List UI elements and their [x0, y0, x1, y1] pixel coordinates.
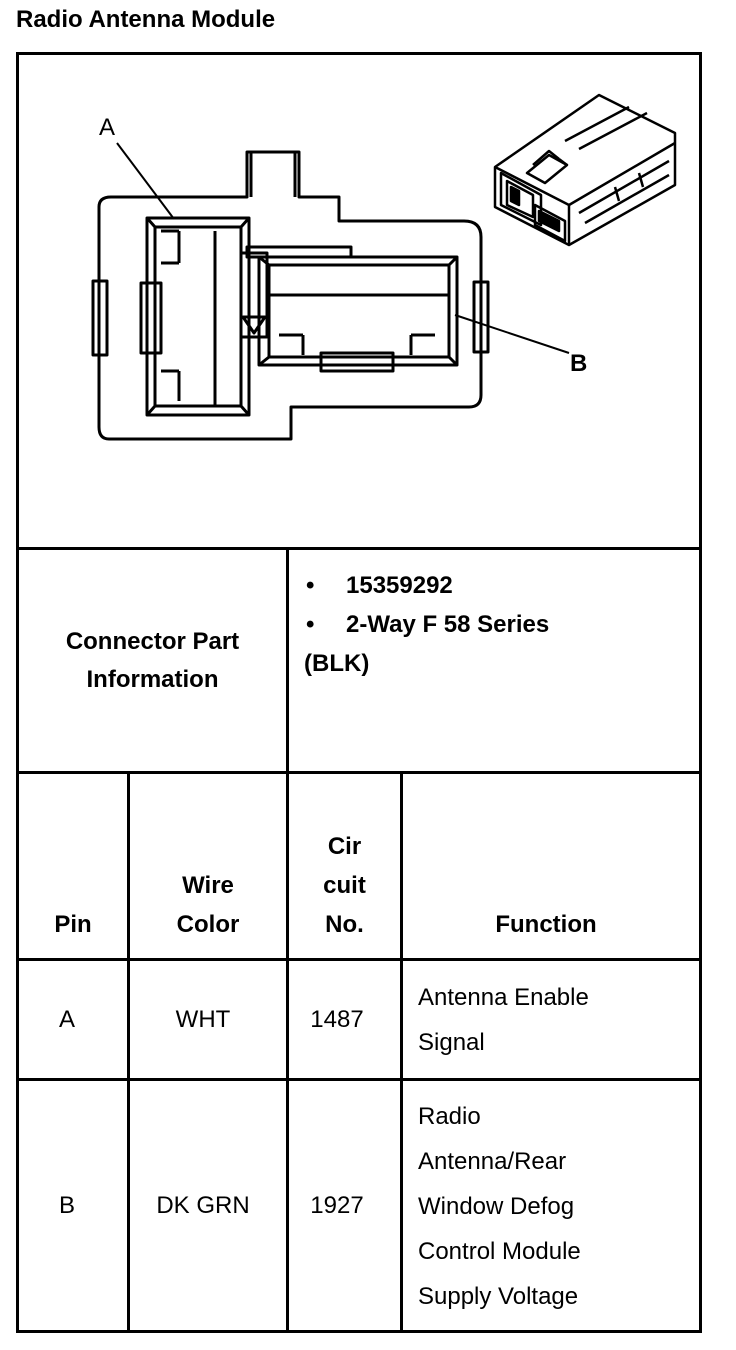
table-row-a-pin: A [58, 1006, 75, 1033]
divider [16, 958, 702, 961]
table-row-a-wire-color: WHT [175, 1006, 231, 1033]
connector-part-info-label: Connector Part Information [65, 627, 240, 693]
connector-3d-view [493, 93, 677, 247]
divider [16, 1078, 702, 1081]
divider [16, 547, 702, 550]
table-row-a-circuit: 1487 [310, 1006, 364, 1033]
part-number: 15359292 [346, 572, 453, 599]
cavity-b [257, 255, 459, 367]
divider [286, 547, 289, 1333]
left-latch-tab [91, 279, 109, 357]
table-row-b-circuit: 1927 [310, 1192, 364, 1219]
table-row-b-function: Radio Antenna/Rear Window Defog Control … [418, 1103, 581, 1310]
table-row-b-wire-color: DK GRN [156, 1192, 250, 1219]
pin-a-label: A [99, 114, 115, 141]
connector-color: (BLK) [304, 650, 370, 677]
header-function: Function [495, 911, 597, 938]
connector-housing-outline [97, 150, 483, 441]
table-row-b-pin: B [58, 1192, 75, 1219]
connector-part-info: • 15359292 • 2-Way F 58 Series (BLK) [304, 566, 684, 683]
connector-series: 2-Way F 58 Series [346, 611, 550, 638]
header-wire-color: Wire Color [176, 872, 240, 938]
divider [400, 771, 403, 1333]
pin-b-label: B [570, 350, 587, 377]
list-item: • 2-Way F 58 Series [304, 605, 684, 644]
connector-diagram: A B [91, 93, 677, 441]
right-latch-tab [472, 280, 490, 354]
list-item: • 15359292 [304, 566, 684, 605]
table-row-a-function: Antenna Enable Signal [418, 984, 589, 1056]
bullet: • [306, 611, 315, 638]
page-title: Radio Antenna Module [16, 6, 276, 33]
connector-table-frame [16, 52, 702, 1333]
divider [127, 771, 130, 1333]
divider [16, 771, 702, 774]
bullet: • [306, 572, 315, 599]
header-circuit-no: Cir cuit No. [323, 833, 366, 938]
header-pin: Pin [54, 911, 92, 938]
